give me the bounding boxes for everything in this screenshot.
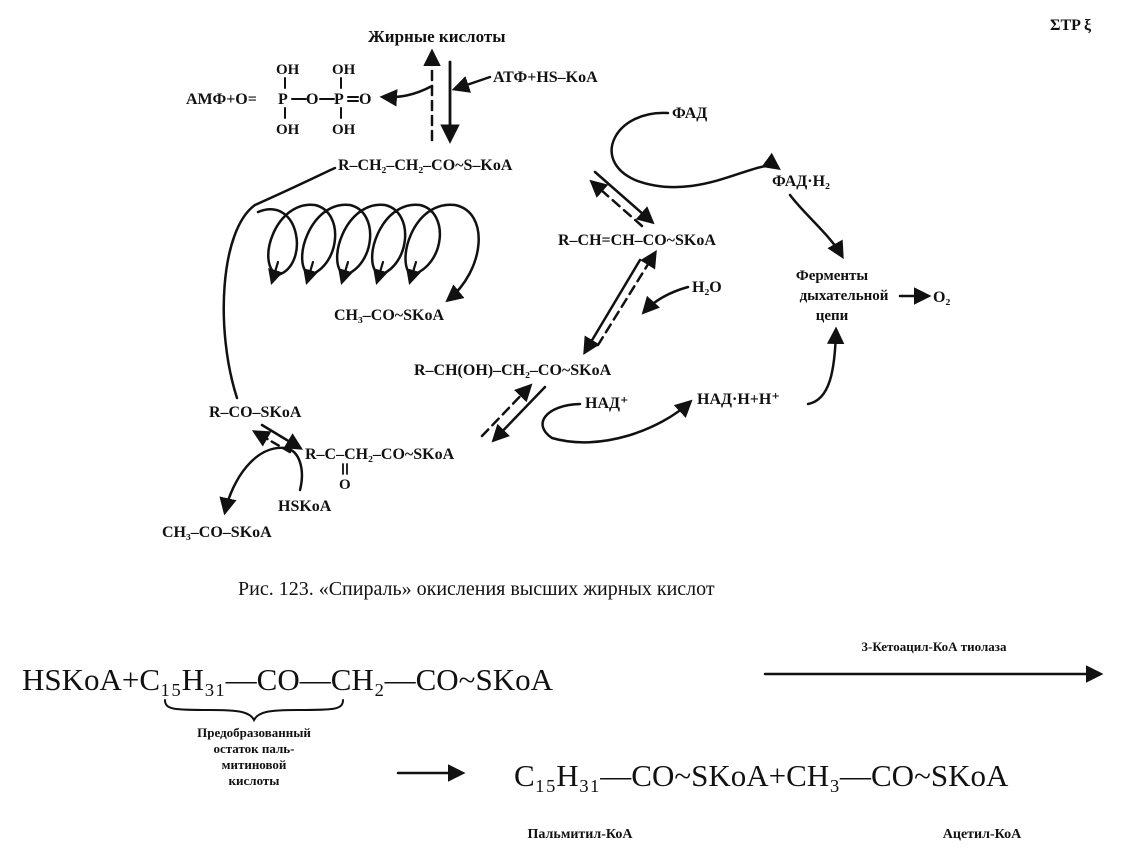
nad-label: НАД⁺ [585,395,628,412]
oh-top-1: OH [276,62,300,78]
water-label: H₂O [692,279,722,296]
water-arrow [641,285,690,315]
fadh2-to-chain-arrow [788,193,844,260]
product1-name: Пальмитил-КоА [528,827,634,842]
enzyme-name: 3-Кетоацил-КоА тиолаза [862,639,1007,654]
terminal-oxygen: O [359,91,371,108]
fadh2-label: ФАД·H₂ [772,173,830,190]
enzymes-line3: цепи [816,308,849,324]
corner-mark: ΣΤΡ ξ [1050,17,1092,34]
brace-label-line3: митиновой [222,757,287,772]
bridge-oxygen: O [306,91,318,108]
oxidation-reverse-arrow [480,383,533,438]
products-equation: C₁₅H₃₁—CO~SKoA+CH₃—CO~SKoA [514,758,1009,793]
oxygen-label: O₂ [933,289,950,306]
spiral-coil [256,203,480,303]
acetyl-release-arrow [219,446,304,516]
oh-bottom-2: OH [332,122,356,138]
spiral-acetyl-product: CH₃–CO~SKoA [334,307,444,324]
dehydrogenation-forward-arrow [593,170,655,225]
palmitoyl-brace [164,699,344,723]
fad-label: ФАД [672,105,707,122]
brace-label-line2: остаток паль- [213,741,294,756]
oh-bottom-1: OH [276,122,300,138]
fatty-acids-label: Жирные кислоты [368,27,506,46]
nadh-label: НАД·H+H⁺ [697,391,780,408]
hydration-reverse-arrow [596,250,657,347]
shortened-acyl-coa: R–CO–SKoA [209,404,302,421]
ketoacyl-coa: R–C–CH₂–CO~SKoA [305,446,455,463]
amp-prefix: АМФ+O= [186,91,257,108]
amp-pyrophosphate: АМФ+O= P O P O OH OH OH OH [186,62,371,138]
enoyl-coa: R–CH=CH–CO~SKoA [558,232,716,249]
acyl-coa: R–CH₂–CH₂–CO~S–KoA [338,157,513,174]
keto-oxygen: O [339,477,351,493]
hydroxyacyl-coa: R–CH(OH)–CH₂–CO~SKoA [414,362,612,379]
hskoa-label: HSKoA [278,498,332,515]
dehydrogenation-reverse-arrow [589,179,644,228]
nad-reduction-arrow [541,399,693,444]
oh-top-2: OH [332,62,356,78]
phosphorus-2: P [334,91,344,108]
atp-hskoa-label: АТФ+HS–KoA [493,69,598,86]
atp-arrow [451,75,492,93]
brace-label-line1: Предобразованный [197,725,311,740]
respiratory-chain: Ферменты дыхательной цепи O₂ [796,268,951,324]
figure-caption: Рис. 123. «Спираль» окисления высших жир… [238,578,715,600]
reactant-equation: HSKoA+C₁₅H₃₁—CO—CH₂—CO~SKoA [22,662,554,697]
enzymes-line1: Ферменты [796,268,869,284]
oxidation-forward-arrow [491,385,547,443]
cycle-return-arc [222,166,337,400]
amp-release-arrow [379,84,434,107]
nadh-to-chain-arrow [806,326,845,406]
phosphorus-1: P [278,91,288,108]
fad-reduction-arrow [610,111,781,189]
product2-name: Ацетил-КоА [943,827,1022,842]
enzymes-line2: дыхательной [800,288,889,304]
brace-label-line4: кислоты [229,773,280,788]
acetyl-coa-product: CH₃–CO–SKoA [162,524,272,541]
hydration-forward-arrow [583,258,642,356]
thiolysis-forward-arrow [260,423,303,450]
